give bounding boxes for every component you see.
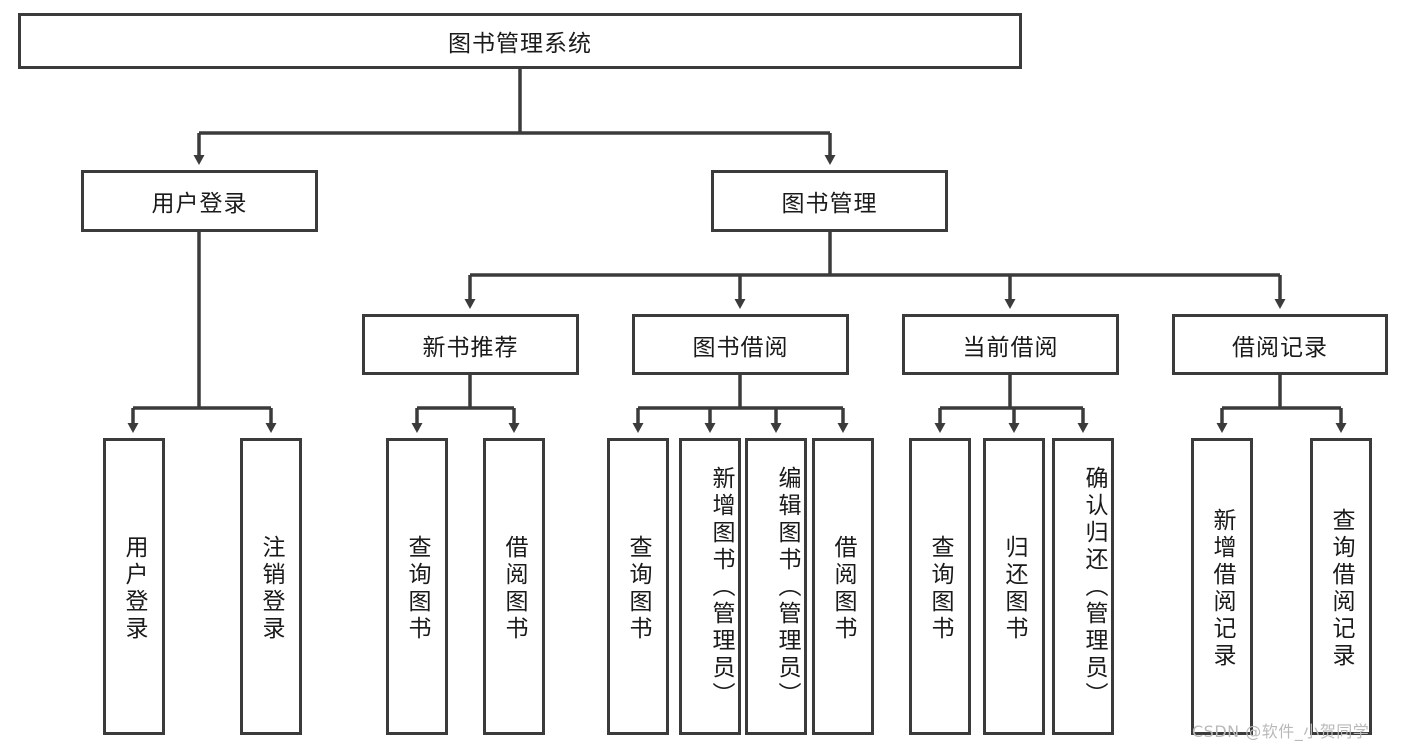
node-root-label: 图书管理系统 [448, 31, 592, 57]
leaf-return-book[interactable]: 归还图书 [983, 438, 1045, 735]
node-root[interactable]: 图书管理系统 [18, 13, 1022, 69]
leaf-logout[interactable]: 注销登录 [240, 438, 302, 735]
leaf-query-book-recommend-label: 查询图书 [404, 534, 430, 643]
leaf-add-borrow-record[interactable]: 新增借阅记录 [1191, 438, 1253, 735]
leaf-user-login[interactable]: 用户登录 [103, 438, 165, 735]
leaf-query-borrow-record-label: 查询借阅记录 [1328, 507, 1354, 670]
leaf-query-book-borrow[interactable]: 查询图书 [607, 438, 669, 735]
node-current-borrow-label: 当前借阅 [962, 334, 1059, 361]
node-book-management[interactable]: 图书管理 [711, 170, 948, 232]
leaf-add-book-admin[interactable]: 新增图书（管理员） [679, 438, 741, 735]
leaf-query-book-borrow-label: 查询图书 [625, 534, 651, 643]
leaf-confirm-return-admin[interactable]: 确认归还（管理员） [1052, 438, 1114, 735]
node-book-management-label: 图书管理 [781, 191, 878, 217]
leaf-add-borrow-record-label: 新增借阅记录 [1209, 507, 1235, 670]
leaf-add-book-admin-label: 新增图书（管理员） [708, 466, 734, 709]
node-borrow-record[interactable]: 借阅记录 [1172, 314, 1388, 375]
node-book-borrow-label: 图书借阅 [692, 334, 789, 361]
leaf-confirm-return-admin-label: 确认归还（管理员） [1081, 466, 1107, 709]
leaf-logout-label: 注销登录 [258, 534, 284, 643]
leaf-edit-book-admin-label: 编辑图书（管理员） [774, 466, 800, 709]
leaf-borrow-book[interactable]: 借阅图书 [812, 438, 874, 735]
node-new-book-recommend[interactable]: 新书推荐 [362, 314, 579, 375]
node-current-borrow[interactable]: 当前借阅 [902, 314, 1119, 375]
leaf-edit-book-admin[interactable]: 编辑图书（管理员） [745, 438, 807, 735]
leaf-query-borrow-record[interactable]: 查询借阅记录 [1310, 438, 1372, 735]
leaf-query-book-recommend[interactable]: 查询图书 [386, 438, 448, 735]
node-new-book-recommend-label: 新书推荐 [422, 334, 519, 361]
leaf-borrow-book-recommend-label: 借阅图书 [501, 534, 527, 643]
leaf-borrow-book-label: 借阅图书 [830, 534, 856, 643]
node-user-login[interactable]: 用户登录 [81, 170, 318, 232]
node-book-borrow[interactable]: 图书借阅 [632, 314, 849, 375]
leaf-borrow-book-recommend[interactable]: 借阅图书 [483, 438, 545, 735]
csdn-watermark: CSDN @软件_小贺同学 [1192, 722, 1370, 741]
leaf-user-login-label: 用户登录 [121, 534, 147, 643]
leaf-return-book-label: 归还图书 [1001, 534, 1027, 643]
leaf-query-book-current[interactable]: 查询图书 [909, 438, 971, 735]
node-user-login-label: 用户登录 [151, 191, 248, 217]
node-borrow-record-label: 借阅记录 [1232, 334, 1328, 361]
leaf-query-book-current-label: 查询图书 [927, 534, 953, 643]
